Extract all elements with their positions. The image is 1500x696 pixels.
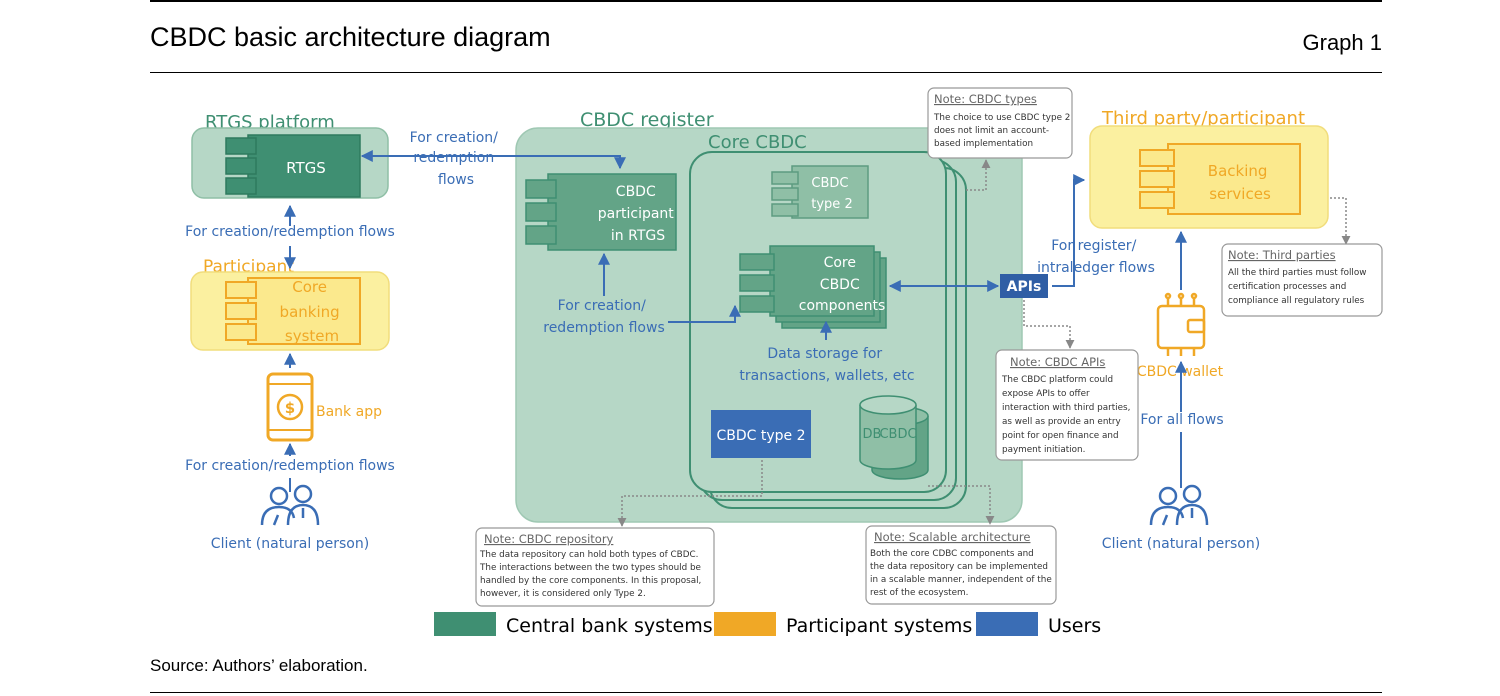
page-title: CBDC basic architecture diagram	[150, 22, 551, 52]
flow-label-top: For creation/ redemption flows	[410, 130, 503, 188]
top-rule	[150, 0, 1382, 2]
core-components-label: Core CBDC components	[799, 255, 886, 314]
note-body: The choice to use CBDC type 2 does not l…	[933, 113, 1073, 149]
legend-swatch-users	[976, 612, 1038, 636]
note-title: Note: CBDC types	[934, 92, 1037, 106]
bank-app-label: Bank app	[316, 404, 382, 420]
note-title: Note: Scalable architecture	[874, 530, 1030, 544]
apis-label: APIs	[1007, 279, 1042, 295]
note-body: The data repository can hold both types …	[479, 550, 704, 599]
legend-label-participant: Participant systems	[786, 615, 972, 637]
note-third-parties: Note: Third parties All the third partie…	[1221, 243, 1383, 317]
client-icon-left	[260, 484, 320, 526]
flow-label-app: For creation/redemption flows	[185, 458, 395, 474]
source-note: Source: Authors’ elaboration.	[150, 656, 368, 675]
backing-services-component: Backing services	[1139, 143, 1301, 215]
legend-label-users: Users	[1048, 615, 1101, 637]
note-body: Both the core CDBC components and the da…	[870, 549, 1055, 598]
architecture-diagram: RTGS platform RTGS For creation/ redempt…	[185, 87, 1383, 637]
graph-label: Graph 1	[1302, 30, 1383, 55]
flow-label-register: For register/ intraledger flows	[1037, 238, 1155, 276]
legend-label-central: Central bank systems	[506, 615, 713, 637]
note-body: All the third parties must follow certif…	[1228, 268, 1369, 306]
header-rule	[150, 72, 1382, 73]
note-connectors	[617, 159, 1351, 527]
cbdc-register-label: CBDC register	[580, 109, 714, 131]
svg-text:$: $	[285, 399, 295, 417]
rtgs-label: RTGS	[286, 159, 326, 177]
legend: Central bank systems Participant systems…	[434, 612, 1101, 637]
note-cbdc-repository: Note: CBDC repository The data repositor…	[475, 527, 715, 607]
core-cbdc-label: Core CBDC	[708, 132, 807, 153]
flow-label-all: For all flows	[1140, 412, 1223, 428]
footer-rule	[150, 692, 1382, 693]
phone-icon: $	[266, 372, 314, 442]
cbdc-participant-component: CBDC participant in RTGS	[525, 173, 678, 251]
database-icon: DB CBDC	[859, 395, 929, 480]
wallet-icon	[1156, 292, 1206, 356]
flow-label-mid: For creation/ redemption flows	[543, 298, 664, 336]
cbdc-type2-box-label: CBDC type 2	[716, 428, 805, 444]
data-storage-label: Data storage for transactions, wallets, …	[739, 346, 914, 384]
note-cbdc-apis: Note: CBDC APIs The CBDC platform could …	[995, 349, 1139, 461]
core-banking-component: Core banking system	[225, 277, 361, 345]
note-scalable-architecture: Note: Scalable architecture Both the cor…	[865, 525, 1057, 605]
rtgs-component: RTGS	[225, 134, 361, 198]
client-icon-right	[1149, 484, 1209, 526]
note-title: Note: CBDC APIs	[1010, 355, 1105, 369]
legend-swatch-central	[434, 612, 496, 636]
client-label-right: Client (natural person)	[1102, 536, 1260, 552]
note-title: Note: Third parties	[1228, 248, 1336, 262]
cbdc-type2-small-label: CBDC type 2	[811, 176, 852, 212]
core-components: Core CBDC components	[739, 245, 887, 329]
cbdc-participant-label: CBDC participant in RTGS	[598, 184, 678, 244]
note-title: Note: CBDC repository	[484, 532, 614, 546]
db-label: DB CBDC	[862, 427, 916, 442]
backing-services-label: Backing services	[1208, 162, 1272, 203]
core-banking-label: Core banking system	[280, 278, 345, 345]
legend-swatch-participant	[714, 612, 776, 636]
client-label-left: Client (natural person)	[211, 536, 369, 552]
flow-label-rtgs-participant: For creation/redemption flows	[185, 224, 395, 240]
cbdc-type2-box	[711, 410, 811, 458]
cbdc-type2-component: CBDC type 2	[771, 165, 869, 219]
note-cbdc-types: Note: CBDC types The choice to use CBDC …	[927, 87, 1073, 159]
flow-arrows	[284, 150, 1187, 492]
apis-box	[1000, 274, 1048, 298]
third-party-label: Third party/participant	[1101, 108, 1305, 129]
note-body: The CBDC platform could expose APIs to o…	[1001, 375, 1133, 455]
